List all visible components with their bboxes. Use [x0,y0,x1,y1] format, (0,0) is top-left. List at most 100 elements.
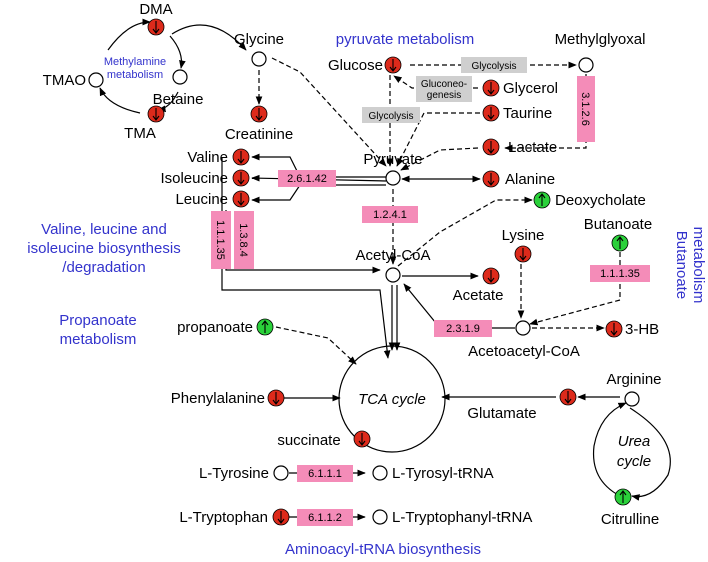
label-deoxycholate: Deoxycholate [555,192,646,209]
down-arrow-icon [482,170,500,188]
down-arrow-icon [147,105,165,123]
label-dma: DMA [139,1,172,18]
node-l-tyrosyl-trna [372,465,388,481]
pathway-propanoate-2: metabolism [60,331,137,348]
ec-11135-right: 1.1.1.35 [600,268,640,280]
pathway-titles: Methylamine metabolism pyruvate metaboli… [27,31,707,558]
down-arrow-icon [267,389,285,407]
glycolysis-mid-box [362,107,420,123]
pathway-butanoate-2: metabolism [690,227,707,304]
pathway-butanoate-1: Butanoate [673,231,690,299]
ec-261-42: 2.6.1.42 [287,173,327,185]
ec-box-6112 [297,509,353,526]
ec-box-1384 [234,211,254,269]
pathway-pyruvate: pyruvate metabolism [336,31,474,48]
label-l-tryptophan: L-Tryptophan [179,509,268,526]
label-tmao: TMAO [43,72,86,89]
metabolite-labels: DMA TMAO Betaine TMA Glycine Creatinine … [43,1,662,528]
label-pyruvate: Pyruvate [363,151,422,168]
label-acetoacetyl-coa: Acetoacetyl-CoA [468,343,580,360]
down-arrow-icon [559,388,577,406]
up-arrow-icon [611,234,629,252]
label-glutamate: Glutamate [467,405,536,422]
label-glycine: Glycine [234,31,284,48]
label-l-tyrosyl-trna: L-Tyrosyl-tRNA [392,465,494,482]
urea-cycle: Urea cycle [592,402,671,501]
pathway-methylamine-1: Methylamine [104,56,166,68]
down-arrow-icon [482,138,500,156]
enzyme-boxes: 3.1.2.6 2.6.1.42 1.2.4.1 1.1.1.35 1.3.8.… [211,76,650,526]
down-arrow-icon [250,105,268,123]
ec-11135-left: 1.1.1.35 [214,220,226,260]
ec-1241: 1.2.4.1 [373,209,407,221]
pathway-vli-2: isoleucine biosynthesis [27,240,180,257]
methylamine-cycle [99,18,247,114]
increased-markers [256,191,632,506]
pathway-methylamine-2: metabolism [107,69,163,81]
label-butanoate: Butanoate [584,216,652,233]
label-l-tryptophanyl-trna: L-Tryptophanyl-tRNA [392,509,532,526]
plain-nodes [88,51,640,525]
label-valine: Valine [187,149,228,166]
urea-cycle-label-2: cycle [617,453,651,470]
ec-box-11135-left [211,211,231,269]
node-betaine [172,69,188,85]
down-arrow-icon [232,190,250,208]
pathway-propanoate-1: Propanoate [59,312,137,329]
node-l-tyrosine [273,465,289,481]
node-tmao [88,72,104,88]
label-glycerol: Glycerol [503,80,558,97]
down-arrow-icon [482,104,500,122]
down-arrow-icon [147,18,165,36]
label-3hb: 3-HB [625,321,659,338]
down-arrow-icon [482,267,500,285]
node-arginine [624,391,640,407]
ec-6111: 6.1.1.1 [308,468,342,480]
label-acetate: Acetate [453,287,504,304]
glycolysis-top: Glycolysis [471,61,516,72]
decreased-markers [147,18,623,526]
label-propanoate: propanoate [177,319,253,336]
gluconeogenesis-line-2: genesis [427,90,461,101]
label-alanine: Alanine [505,171,555,188]
label-creatinine: Creatinine [225,126,293,143]
node-glycine [251,51,267,67]
label-arginine: Arginine [606,371,661,388]
ec-6112: 6.1.1.2 [308,512,342,524]
node-l-tryptophanyl-trna [372,509,388,525]
down-arrow-icon [232,169,250,187]
label-betaine: Betaine [153,91,204,108]
glycolysis-mid: Glycolysis [368,111,413,122]
glycolysis-top-box [461,57,527,73]
label-citrulline: Citrulline [601,511,659,528]
label-taurine: Taurine [503,105,552,122]
label-l-tyrosine: L-Tyrosine [199,465,269,482]
down-arrow-icon [605,320,623,338]
down-arrow-icon [482,79,500,97]
pathway-vli-3: /degradation [62,259,145,276]
pathway-aminoacyl: Aminoacyl-tRNA biosynthesis [285,541,481,558]
node-methylglyoxal [578,57,594,73]
node-pyruvate [385,170,401,186]
tca-cycle-label: TCA cycle [358,391,426,408]
down-arrow-icon [514,245,532,263]
ec-box-1241 [362,206,418,223]
label-succinate: succinate [277,432,340,449]
ec-1384: 1.3.8.4 [237,223,249,257]
node-acetoacetyl-coa [515,320,531,336]
down-arrow-icon [272,508,290,526]
ec-box-11135-right [590,265,650,282]
ec-3126: 3.1.2.6 [579,92,591,126]
label-acetyl-coa: Acetyl-CoA [355,247,430,264]
up-arrow-icon [614,488,632,506]
ec-box-6111 [297,465,353,482]
label-methylglyoxal: Methylglyoxal [555,31,646,48]
gluconeogenesis-line-1: Gluconeo- [421,79,467,90]
up-arrow-icon [256,318,274,336]
gluconeogenesis-box [416,76,472,102]
urea-cycle-label-1: Urea [618,433,651,450]
ec-2319: 2.3.1.9 [446,323,480,335]
node-acetyl-coa [385,267,401,283]
